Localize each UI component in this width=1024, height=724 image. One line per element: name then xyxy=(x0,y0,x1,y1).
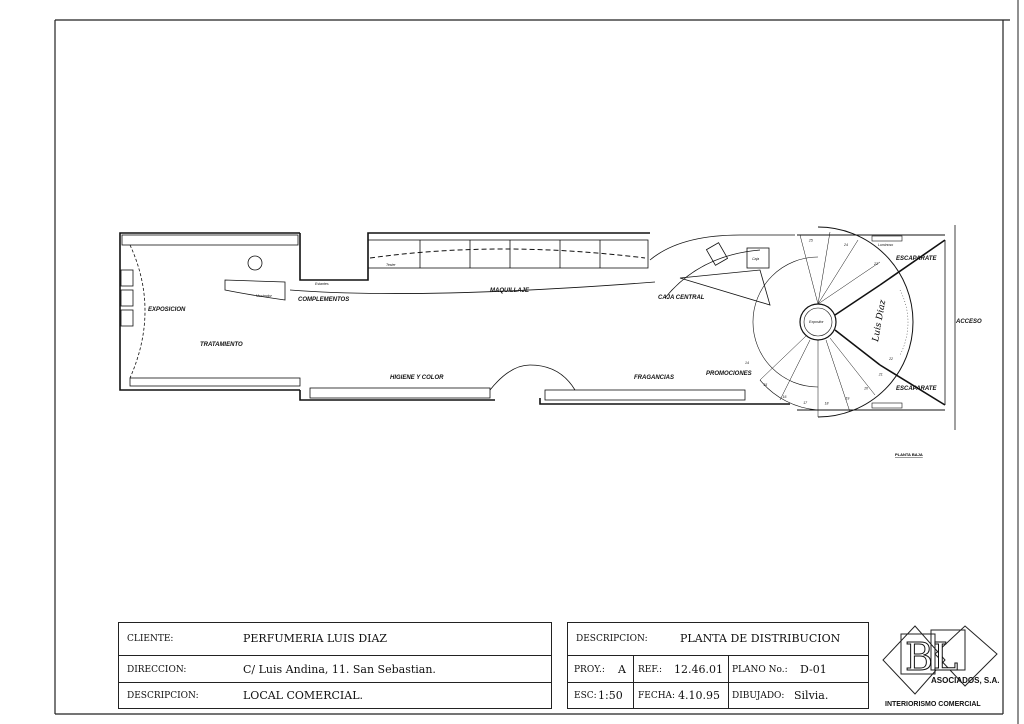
zone-acceso: ACCESO xyxy=(955,319,982,325)
zone-promociones: PROMOCIONES xyxy=(706,371,752,377)
step-number: 20 xyxy=(863,386,868,390)
logo-tagline: INTERIORISMO COMERCIAL xyxy=(885,701,981,708)
label-estantes: Estantes xyxy=(315,282,329,286)
proy-value: A xyxy=(618,663,626,676)
step-number: 18 xyxy=(825,402,829,406)
zone-caja-central: CAJA CENTRAL xyxy=(658,295,705,301)
fecha-label: FECHA: xyxy=(638,691,676,701)
logo-company: ASOCIADOS, S.A. xyxy=(931,676,1000,685)
zone-fragancias: FRAGANCIAS xyxy=(634,375,674,381)
dibujado-label: DIBUJADO: xyxy=(732,691,785,701)
zone-labels: EXPOSICION TRATAMIENTO COMPLEMENTOS MAQU… xyxy=(148,243,982,457)
step-number: 17 xyxy=(803,401,808,405)
step-number: 14 xyxy=(745,361,749,365)
ref-value: 12.46.01 xyxy=(674,663,723,676)
label-caja: Caja xyxy=(752,257,759,261)
zone-higiene: HIGIENE Y COLOR xyxy=(390,375,444,381)
esc-label: ESC: xyxy=(574,691,597,701)
sheet-frame xyxy=(54,0,1019,724)
step-number: 21 xyxy=(878,373,883,377)
zone-maquillaje: MAQUILLAJE xyxy=(490,288,530,294)
client-info-block: CLIENTE: PERFUMERIA LUIS DIAZ DIRECCION:… xyxy=(118,622,552,709)
step-number: 22 xyxy=(888,357,893,361)
label-tester: Tester xyxy=(386,263,396,267)
step-numbers: 14 15 16 17 18 19 20 21 22 23 24 25 xyxy=(745,238,893,405)
step-number: 19 xyxy=(845,397,849,401)
logo-letters: BL xyxy=(905,635,958,679)
cliente-label: CLIENTE: xyxy=(127,634,174,644)
esc-value: 1:50 xyxy=(598,689,623,702)
step-number: 16 xyxy=(783,395,787,399)
label-luminoso: Luminoso xyxy=(878,243,893,247)
zone-tratamiento: TRATAMIENTO xyxy=(200,342,243,348)
step-number: 23 xyxy=(873,262,878,266)
step-number: 15 xyxy=(763,383,767,387)
plano-label: PLANO No.: xyxy=(732,665,788,675)
zone-escaparate-bottom: ESCAPARATE xyxy=(896,386,937,392)
logo-diamond-icon: BL xyxy=(882,625,998,695)
sheet-title: PLANTA BAJA xyxy=(895,452,923,457)
proy-label: PROY.: xyxy=(574,665,605,675)
direccion-value: C/ Luis Andina, 11. San Sebastian. xyxy=(243,663,436,676)
descripcion-label: DESCRIPCION: xyxy=(127,691,199,701)
plano-descripcion-value: PLANTA DE DISTRIBUCION xyxy=(680,632,841,645)
drawing-info-block: DESCRIPCION: PLANTA DE DISTRIBUCION PROY… xyxy=(567,622,869,709)
fecha-value: 4.10.95 xyxy=(678,689,720,702)
plano-value: D-01 xyxy=(800,663,827,676)
zone-complementos: COMPLEMENTOS xyxy=(298,297,349,303)
company-logo: BL ASOCIADOS, S.A. INTERIORISMO COMERCIA… xyxy=(875,624,1005,714)
step-number: 25 xyxy=(808,238,813,242)
step-number: 24 xyxy=(843,243,848,247)
zone-escaparate-top: ESCAPARATE xyxy=(896,256,937,262)
ref-label: REF.: xyxy=(638,665,663,675)
signature-luis-diaz: Luis Diaz xyxy=(871,299,888,344)
store-walls xyxy=(119,225,956,430)
label-mostrador: Mostrador xyxy=(256,294,273,298)
direccion-label: DIRECCION: xyxy=(127,665,187,675)
plano-descripcion-label: DESCRIPCION: xyxy=(576,634,648,644)
label-expositor: Expositor xyxy=(809,320,824,324)
cliente-value: PERFUMERIA LUIS DIAZ xyxy=(243,632,388,645)
zone-exposicion: EXPOSICION xyxy=(148,307,186,313)
dibujado-value: Silvia. xyxy=(794,689,829,702)
descripcion-value: LOCAL COMERCIAL. xyxy=(243,689,364,702)
